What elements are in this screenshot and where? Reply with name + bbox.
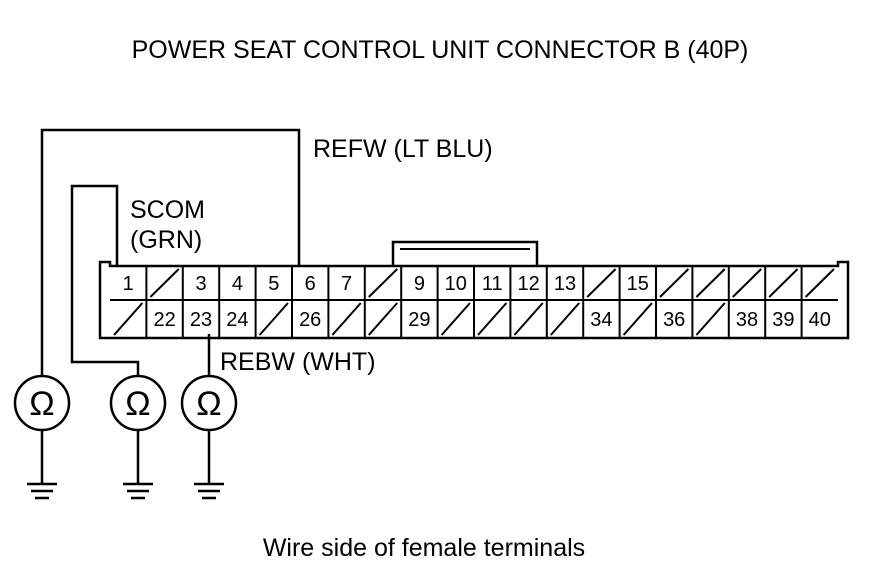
unused-cavity-slash [440,302,471,336]
terminal-3: 3 [195,273,206,295]
unused-cavity-slash [695,268,726,298]
unused-cavity-slash [513,302,544,336]
ohmmeter-scom: Ω [109,374,167,500]
scom-label: SCOM [130,196,205,224]
test-wiring [40,128,301,375]
terminal-39: 39 [772,309,794,331]
refw-wire [40,128,301,375]
unused-cavity-slash [550,302,580,336]
rebw-label: REBW (WHT) [220,348,376,376]
terminal-13: 13 [554,273,576,295]
terminal-15: 15 [627,273,649,295]
terminal-1: 1 [123,273,134,295]
terminal-23: 23 [190,309,212,331]
unused-cavity-slash [695,302,726,336]
ohm-symbol-rebw: Ω [196,385,221,423]
terminal-10: 10 [445,273,467,295]
unused-cavity-slash [113,302,144,336]
terminal-4: 4 [232,273,243,295]
ohmmeter-refw: Ω [13,374,71,500]
terminal-5: 5 [268,273,279,295]
terminal-12: 12 [517,273,539,295]
unused-cavity-slash [659,268,690,298]
ground-icon-rebw [194,482,224,500]
unused-cavity-slash [149,268,180,298]
terminal-9: 9 [414,273,425,295]
terminal-34: 34 [590,309,612,331]
unused-cavity-slash [804,268,835,298]
unused-cavity-slash [768,268,799,298]
scom-wire [70,184,140,375]
unused-cavity-slash [622,302,653,336]
connector-lock-tab [391,240,539,266]
terminal-7: 7 [341,273,352,295]
ohmmeter-rebw: Ω [180,374,238,500]
ground-icon-refw [27,482,57,500]
unused-cavity-slash [732,268,762,298]
unused-cavity-slash [477,302,508,336]
diagram-title: POWER SEAT CONTROL UNIT CONNECTOR B (40P… [132,36,749,64]
terminal-6: 6 [305,273,316,295]
terminal-26: 26 [299,309,321,331]
terminal-40: 40 [809,309,831,331]
unused-cavity-slash [368,268,398,298]
unused-cavity-slash [586,268,617,298]
terminal-22: 22 [153,309,175,331]
terminal-11: 11 [482,273,503,295]
unused-cavity-slash [368,302,398,336]
scom-color-label: (GRN) [130,226,202,254]
terminal-24: 24 [226,309,248,331]
terminal-38: 38 [736,309,758,331]
ohm-symbol-refw: Ω [29,385,54,423]
terminal-36: 36 [663,309,685,331]
ground-icon-scom [123,482,153,500]
ohmmeters: Ω Ω Ω [13,374,238,500]
terminal-29: 29 [408,309,430,331]
ohm-symbol-scom: Ω [125,385,150,423]
diagram-caption: Wire side of female terminals [263,534,585,562]
connector-outline [98,260,850,340]
unused-cavity-slash [258,302,289,336]
unused-cavity-slash [331,302,362,336]
refw-label: REFW (LT BLU) [313,135,493,163]
